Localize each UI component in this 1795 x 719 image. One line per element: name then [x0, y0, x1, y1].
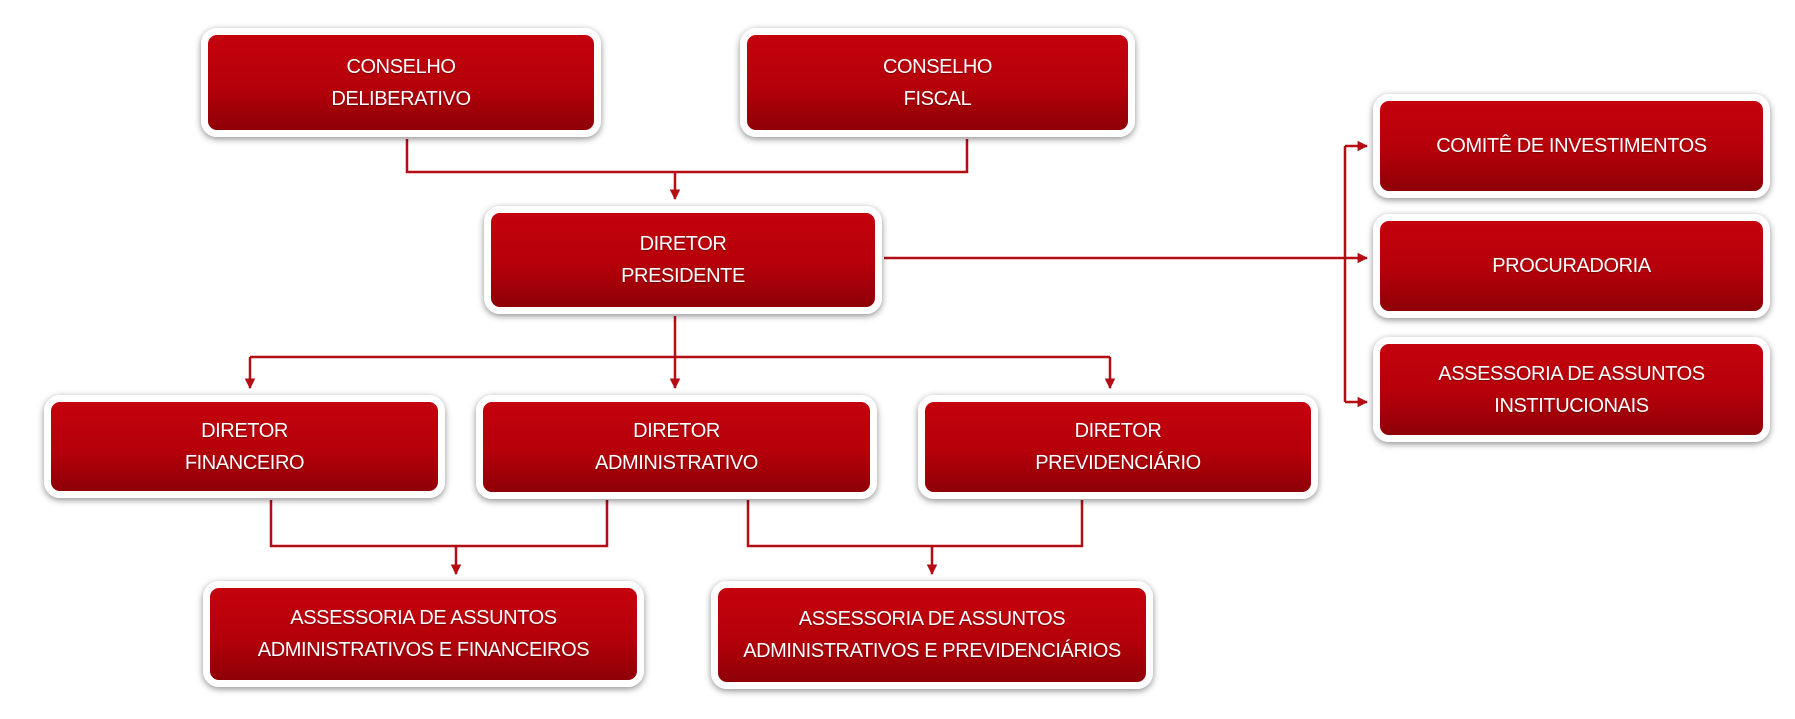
- box-label: DIRETOR ADMINISTRATIVO: [595, 415, 758, 479]
- box-procuradoria: PROCURADORIA: [1373, 214, 1770, 318]
- box-label: DIRETOR FINANCEIRO: [184, 415, 305, 479]
- label-line: PROCURADORIA: [1492, 255, 1651, 277]
- box-label: ASSESSORIA DE ASSUNTOS ADMINISTRATIVOS E…: [257, 602, 590, 666]
- box-conselho-deliberativo: CONSELHO DELIBERATIVO: [201, 28, 601, 137]
- connector-admin-left-down: [456, 500, 609, 548]
- label-line: ADMINISTRATIVOS E FINANCEIROS: [257, 639, 590, 661]
- box-diretor-previdenciario: DIRETOR PREVIDENCIÁRIO: [918, 395, 1318, 499]
- label-line: ADMINISTRATIVOS E PREVIDENCIÁRIOS: [743, 640, 1121, 662]
- label-line: FINANCEIRO: [184, 451, 305, 474]
- label-line: DIRETOR: [639, 233, 727, 255]
- label-line: ASSESSORIA DE ASSUNTOS: [1438, 362, 1705, 385]
- label-line: PRESIDENTE: [621, 265, 745, 287]
- box-label: PROCURADORIA: [1492, 250, 1651, 282]
- box-diretor-financeiro: DIRETOR FINANCEIRO: [44, 395, 445, 498]
- label-line: DIRETOR: [201, 419, 288, 442]
- box-label: CONSELHO DELIBERATIVO: [331, 51, 471, 115]
- label-line: INSTITUCIONAIS: [1494, 394, 1649, 417]
- box-diretor-presidente: DIRETOR PRESIDENTE: [484, 206, 882, 314]
- box-label: ASSESSORIA DE ASSUNTOS INSTITUCIONAIS: [1438, 358, 1705, 422]
- label-line: CONSELHO: [882, 55, 993, 78]
- label-line: ASSESSORIA DE ASSUNTOS: [290, 607, 557, 629]
- label-line: ASSESSORIA DE ASSUNTOS: [798, 608, 1066, 630]
- box-label: CONSELHO FISCAL: [883, 51, 992, 115]
- box-assessoria-adm-previdenciarios: ASSESSORIA DE ASSUNTOS ADMINISTRATIVOS E…: [711, 581, 1153, 689]
- label-line: CONSELHO: [346, 55, 456, 78]
- label-line: ADMINISTRATIVO: [595, 452, 758, 474]
- label-line: COMITÊ DE INVESTIMENTOS: [1436, 135, 1707, 157]
- label-line: FISCAL: [903, 87, 972, 110]
- label-line: DIRETOR: [633, 420, 720, 442]
- box-assessoria-adm-financeiros: ASSESSORIA DE ASSUNTOS ADMINISTRATIVOS E…: [203, 581, 644, 687]
- connector-admin-right-down: [746, 500, 932, 548]
- connector-previdenciario-down: [932, 500, 1084, 548]
- box-label: COMITÊ DE INVESTIMENTOS: [1436, 130, 1707, 162]
- connector-conselho-deliberativo: [405, 139, 675, 174]
- box-conselho-fiscal: CONSELHO FISCAL: [740, 28, 1135, 137]
- box-comite-investimentos: COMITÊ DE INVESTIMENTOS: [1373, 94, 1770, 198]
- box-assessoria-institucionais: ASSESSORIA DE ASSUNTOS INSTITUCIONAIS: [1373, 337, 1770, 442]
- box-label: DIRETOR PRESIDENTE: [621, 228, 745, 292]
- label-line: DIRETOR: [1074, 420, 1162, 442]
- connector-financeiro-down: [269, 500, 456, 548]
- box-label: ASSESSORIA DE ASSUNTOS ADMINISTRATIVOS E…: [743, 603, 1121, 667]
- label-line: PREVIDENCIÁRIO: [1035, 452, 1201, 474]
- label-line: DELIBERATIVO: [331, 87, 471, 110]
- box-label: DIRETOR PREVIDENCIÁRIO: [1035, 415, 1201, 479]
- connector-conselho-fiscal: [675, 139, 969, 174]
- box-diretor-administrativo: DIRETOR ADMINISTRATIVO: [476, 395, 877, 499]
